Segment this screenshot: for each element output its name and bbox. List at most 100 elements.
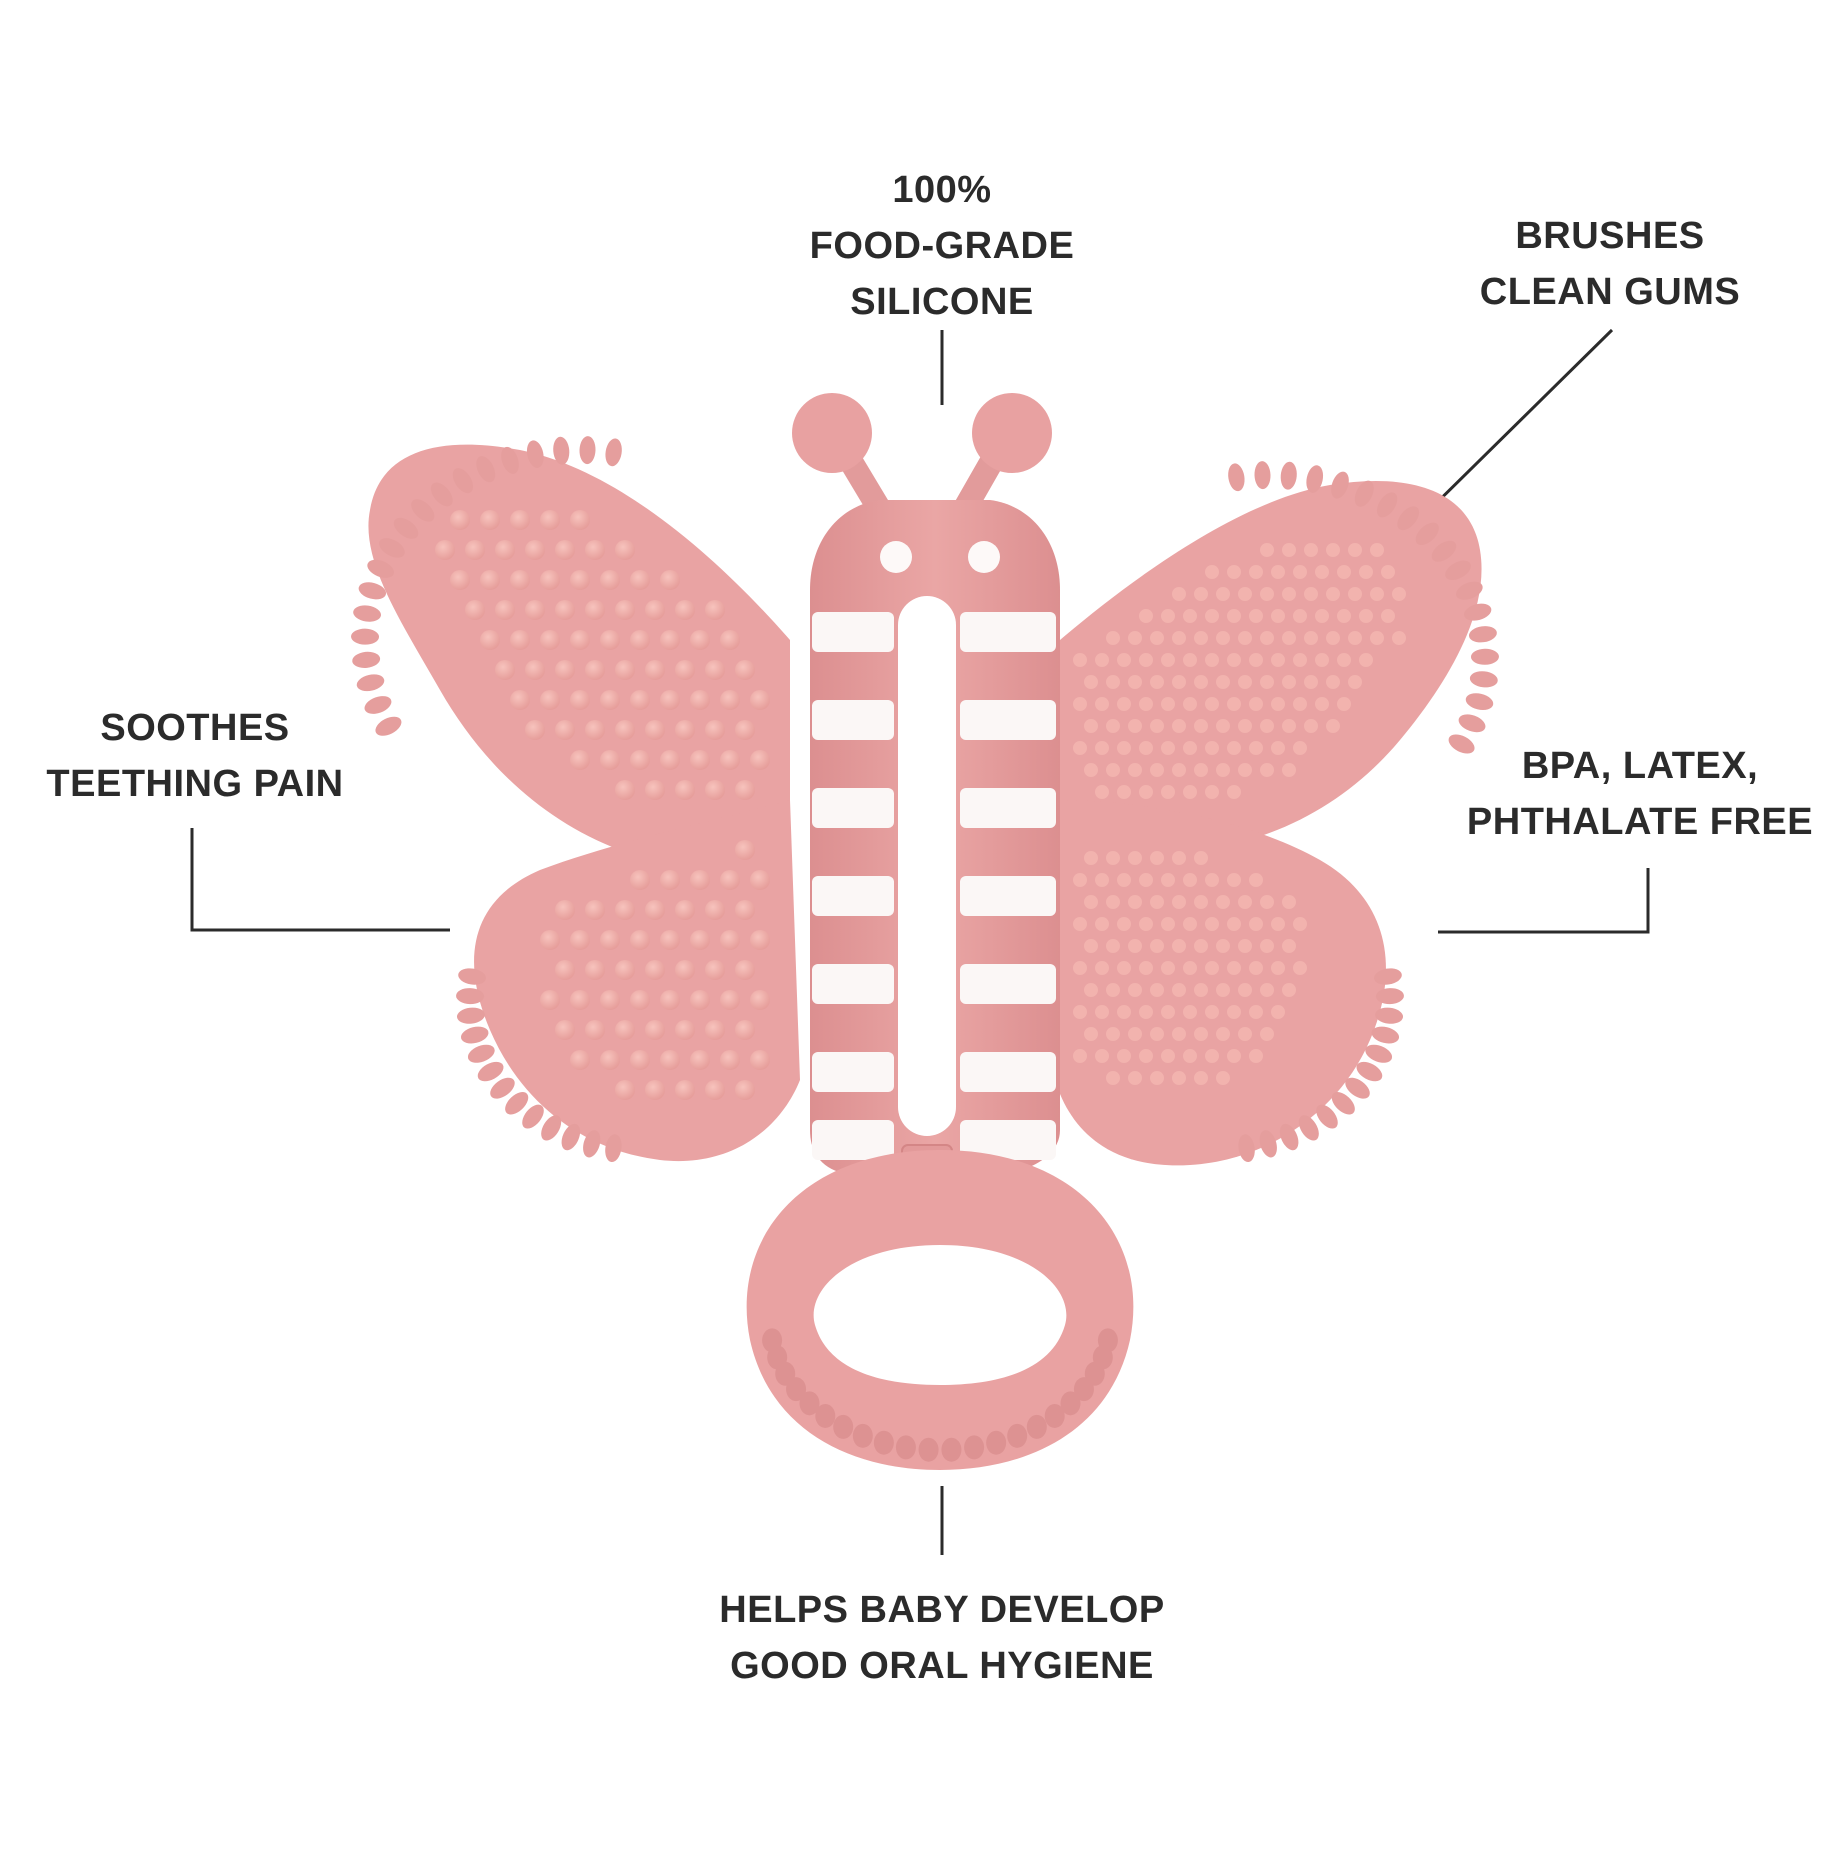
bump <box>480 510 500 530</box>
edge-ridge <box>1445 560 1471 581</box>
bump <box>1172 675 1186 689</box>
bump <box>495 540 515 560</box>
bump <box>630 990 650 1010</box>
bump <box>570 930 590 950</box>
bump <box>1117 917 1131 931</box>
bump <box>660 630 680 650</box>
bump <box>1161 961 1175 975</box>
bump <box>1106 631 1120 645</box>
bump <box>510 630 530 650</box>
bump <box>465 600 485 620</box>
bump <box>1337 565 1351 579</box>
bump <box>1216 587 1230 601</box>
bump <box>705 600 725 620</box>
bump <box>660 750 680 770</box>
bump <box>645 960 665 980</box>
bump <box>1106 675 1120 689</box>
bump <box>1216 719 1230 733</box>
bump <box>735 960 755 980</box>
bump <box>1227 741 1241 755</box>
bump <box>1260 763 1274 777</box>
bump <box>720 1050 740 1070</box>
edge-ridge <box>605 438 622 467</box>
bump <box>1128 719 1142 733</box>
bump <box>1370 543 1384 557</box>
bump <box>1205 873 1219 887</box>
bump <box>1073 697 1087 711</box>
bump <box>1249 609 1263 623</box>
bump <box>1282 939 1296 953</box>
body-stripe <box>812 876 894 916</box>
bump <box>1392 631 1406 645</box>
bump <box>1326 719 1340 733</box>
bump <box>1216 983 1230 997</box>
bump <box>1150 1027 1164 1041</box>
bump <box>660 570 680 590</box>
edge-ridge <box>358 582 387 600</box>
bump <box>1381 609 1395 623</box>
bump <box>1095 1049 1109 1063</box>
bump <box>1172 587 1186 601</box>
bump <box>615 1080 635 1100</box>
bump <box>1084 719 1098 733</box>
bump <box>645 780 665 800</box>
edge-ridge <box>476 456 496 483</box>
bump <box>570 690 590 710</box>
bump <box>1304 631 1318 645</box>
bump <box>1183 961 1197 975</box>
bump <box>690 870 710 890</box>
edge-ridge <box>1280 461 1297 490</box>
bump <box>615 780 635 800</box>
bump <box>1227 653 1241 667</box>
bump <box>645 900 665 920</box>
ring-dot <box>1007 1423 1028 1448</box>
edge-ridge <box>1365 1044 1393 1063</box>
bump <box>1073 961 1087 975</box>
bump <box>1139 917 1153 931</box>
bump <box>1172 719 1186 733</box>
bump <box>570 570 590 590</box>
bump <box>1084 939 1098 953</box>
ring-dot <box>1073 1377 1094 1402</box>
edge-ridge <box>490 1077 515 1099</box>
callout-top-line-2: FOOD-GRADE <box>809 225 1075 267</box>
bump <box>735 780 755 800</box>
ring-dot <box>799 1391 820 1416</box>
bump <box>1172 939 1186 953</box>
bump <box>600 690 620 710</box>
callout-top-line-3: SILICONE <box>850 281 1034 323</box>
edge-ridge <box>367 559 394 578</box>
bump <box>660 990 680 1010</box>
callout-bottom-line-2: GOOD ORAL HYGIENE <box>730 1645 1154 1687</box>
bump <box>1194 983 1208 997</box>
bump <box>1293 741 1307 755</box>
body-stripe <box>812 700 894 740</box>
bump <box>1304 587 1318 601</box>
body-stripe <box>812 788 894 828</box>
edge-ridge <box>458 968 486 985</box>
bump <box>1172 851 1186 865</box>
handle-ring <box>746 1150 1134 1470</box>
bump <box>750 750 770 770</box>
edge-ridge <box>1254 461 1271 490</box>
bump <box>1117 785 1131 799</box>
bump <box>1315 653 1329 667</box>
edge-ridge <box>505 1092 529 1115</box>
leader-line-left <box>190 828 450 932</box>
ring-dot <box>941 1437 962 1462</box>
bump <box>1304 543 1318 557</box>
bump <box>480 630 500 650</box>
body-stripe <box>960 876 1056 916</box>
bump <box>1227 785 1241 799</box>
bump <box>1337 653 1351 667</box>
bump <box>1205 741 1219 755</box>
bump <box>690 630 710 650</box>
bump <box>1227 609 1241 623</box>
bump <box>1205 1005 1219 1019</box>
bump <box>630 690 650 710</box>
bump <box>1194 675 1208 689</box>
bump <box>615 960 635 980</box>
bump <box>1150 763 1164 777</box>
callout-left-line-1: SOOTHES <box>100 707 290 749</box>
